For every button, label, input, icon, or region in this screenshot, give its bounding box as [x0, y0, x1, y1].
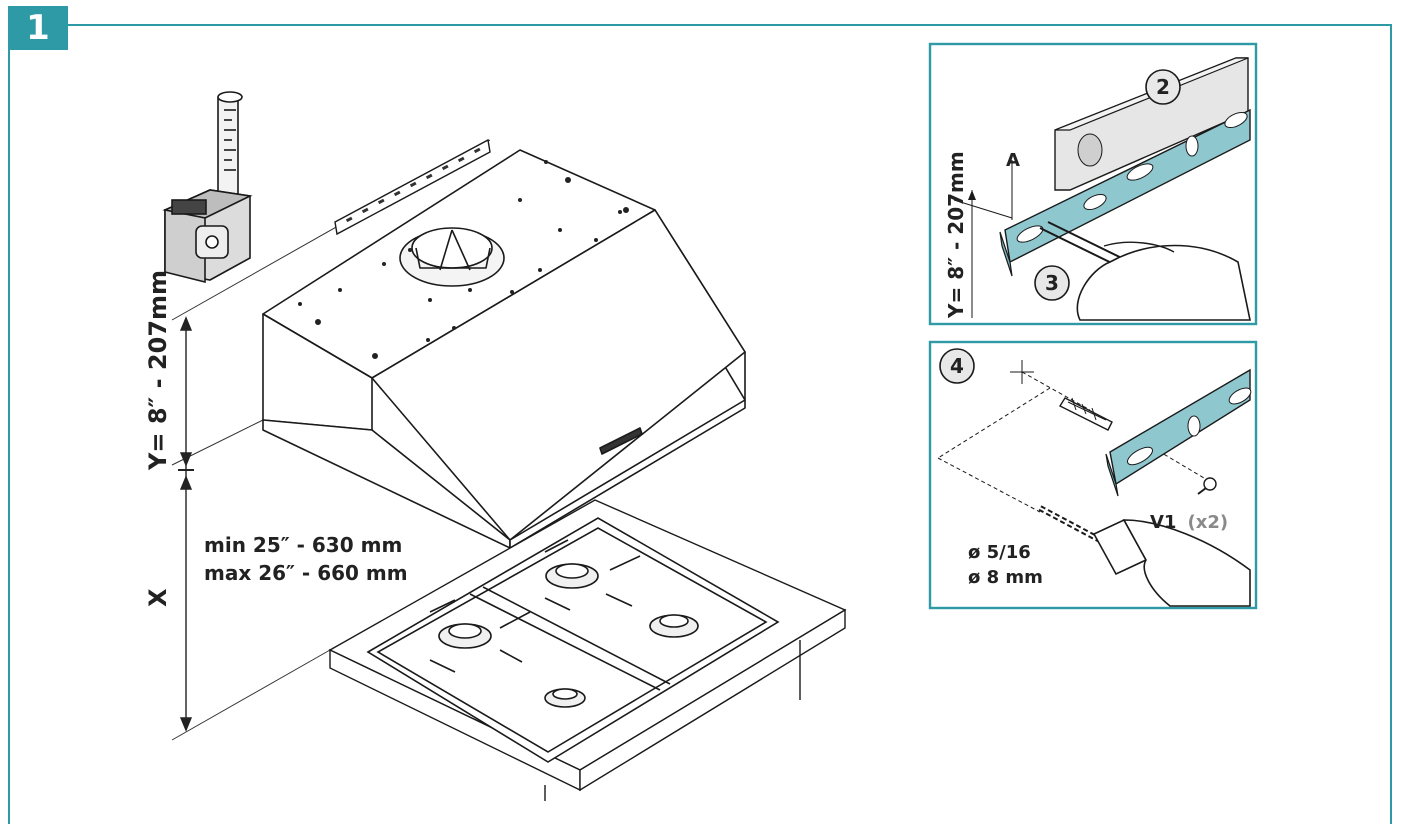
x-dimension-label: X	[144, 588, 172, 607]
panel-drilling	[928, 340, 1258, 610]
screw-label: V1	[1150, 512, 1176, 533]
step-2-marker: 2	[1156, 75, 1170, 99]
hood-screw-holes	[298, 160, 629, 359]
screw-callout: V1 (x2)	[1150, 512, 1228, 533]
drill-size-imperial: ø 5/16	[968, 542, 1031, 563]
drill-size-metric: ø 8 mm	[968, 567, 1043, 588]
step-number-badge: 1	[8, 6, 68, 50]
instruction-frame	[8, 24, 1392, 824]
step-3-marker: 3	[1045, 271, 1059, 295]
point-a-label: A	[1006, 150, 1020, 171]
min-distance-label: min 25″ - 630 mm	[204, 533, 402, 557]
y-dimension-label: Y= 8″ - 207mm	[144, 270, 172, 471]
panel-marking	[928, 42, 1258, 326]
max-distance-label: max 26″ - 660 mm	[204, 561, 408, 585]
tape-measure-icon	[162, 91, 253, 284]
range-hood	[262, 149, 746, 549]
installation-diagram: Y= 8″ - 207mm X min 25″ - 630 mm max 26″…	[144, 42, 1258, 801]
gas-cooktop	[366, 517, 780, 763]
screw-quantity: (x2)	[1187, 512, 1228, 533]
step-4-marker: 4	[950, 354, 964, 378]
dimension-lines	[178, 316, 194, 732]
panel-y-dimension-label: Y= 8″ - 207mm	[944, 151, 968, 319]
wall-bracket	[334, 138, 491, 236]
